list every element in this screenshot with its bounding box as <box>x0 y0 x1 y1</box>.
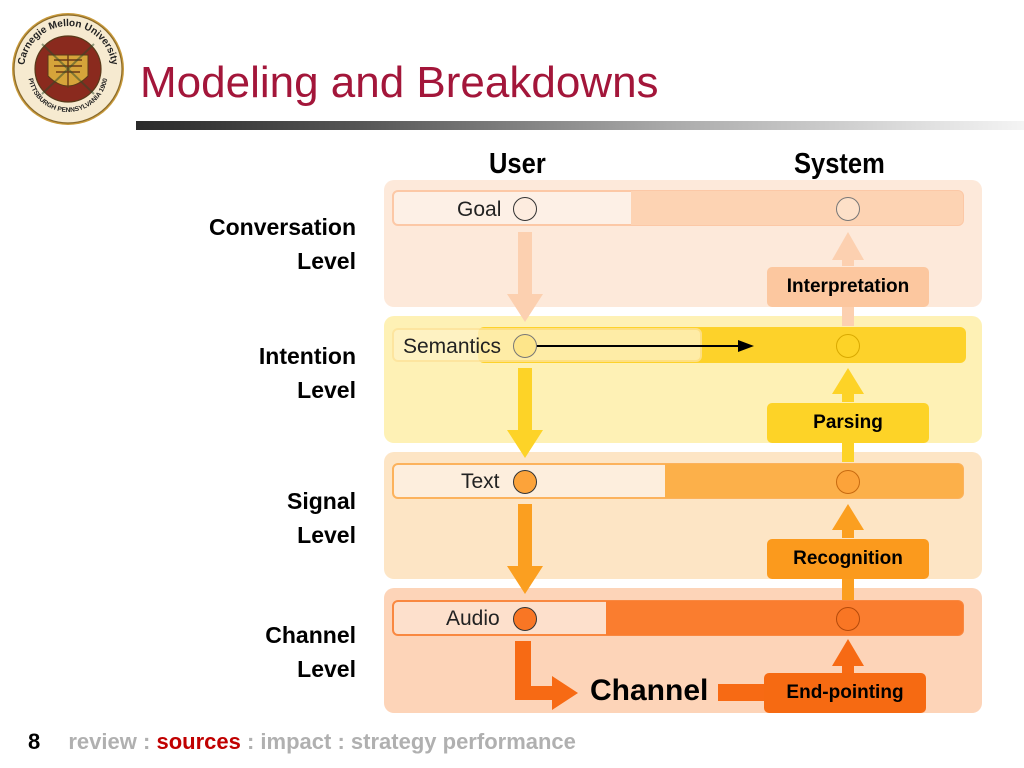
arrow-audio-to-channel <box>515 641 578 710</box>
level-label-line: Level <box>297 522 356 548</box>
stub-parsing-down <box>842 442 854 462</box>
nav-sources[interactable]: sources <box>156 729 241 754</box>
parsing-box: Parsing <box>767 403 929 443</box>
level-label-conversation: Conversation Level <box>156 210 356 278</box>
level-label-signal: Signal Level <box>156 484 356 552</box>
university-seal-logo: Carnegie Mellon University PITTSBURGH PE… <box>8 10 128 128</box>
user-column-header: User <box>489 148 546 180</box>
nav-strategy-performance[interactable]: strategy performance <box>350 729 576 754</box>
arrow-parsing-to-semantics <box>832 368 864 402</box>
endpointing-label: End-pointing <box>786 682 904 703</box>
channel-to-endpointing-arrow <box>718 684 766 701</box>
system-column-header: System <box>794 148 885 180</box>
footer-nav: 8 review : sources : impact : strategy p… <box>28 729 576 755</box>
grounding-arrow-head <box>738 340 754 352</box>
title-divider <box>136 121 1024 130</box>
goal-node-user <box>513 197 537 221</box>
arrow-interpretation-to-goal <box>832 232 864 266</box>
arrow-text-to-audio <box>507 504 543 594</box>
level-label-line: Intention <box>258 343 356 369</box>
arrow-semantics-to-text <box>507 368 543 458</box>
nav-separator: : <box>246 729 255 754</box>
recognition-box: Recognition <box>767 539 929 579</box>
endpointing-box: End-pointing <box>764 673 926 713</box>
seal-graphic: Carnegie Mellon University PITTSBURGH PE… <box>12 13 124 125</box>
nav-separator: : <box>337 729 345 754</box>
goal-bar-system <box>631 191 963 225</box>
semantics-node-system <box>836 334 860 358</box>
nav-impact[interactable]: impact <box>260 729 332 754</box>
arrow-goal-to-semantics <box>507 232 543 322</box>
user-item-text: Text <box>461 470 500 493</box>
user-item-goal: Goal <box>457 198 502 221</box>
stub-recognition-down <box>842 578 854 600</box>
audio-node-user <box>513 607 537 631</box>
interpretation-label: Interpretation <box>786 276 910 297</box>
goal-node-system <box>836 197 860 221</box>
audio-node-system <box>836 607 860 631</box>
nav-review[interactable]: review <box>68 729 137 754</box>
level-label-channel: Channel Level <box>156 618 356 686</box>
level-label-line: Level <box>297 248 356 274</box>
arrow-recognition-to-text <box>832 504 864 538</box>
user-item-audio: Audio <box>446 607 500 630</box>
user-item-semantics: Semantics <box>403 335 502 358</box>
nav-separator: : <box>143 729 151 754</box>
text-bar-system <box>665 464 963 498</box>
channel-label: Channel <box>590 674 709 707</box>
parsing-label: Parsing <box>813 412 883 433</box>
level-label-line: Conversation <box>209 214 356 240</box>
level-label-intention: Intention Level <box>156 339 356 407</box>
audio-bar-system <box>606 601 963 635</box>
slide-title: Modeling and Breakdowns <box>140 58 659 107</box>
text-node-system <box>836 470 860 494</box>
level-label-line: Level <box>297 377 356 403</box>
level-label-line: Signal <box>286 488 356 514</box>
level-label-line: Level <box>297 656 356 682</box>
page-number: 8 <box>28 729 41 754</box>
interpretation-box: Interpretation <box>767 267 929 307</box>
semantics-node-user <box>513 334 537 358</box>
stub-interpretation-down <box>842 306 854 326</box>
level-label-line: Channel <box>265 622 356 648</box>
arrow-endpointing-to-audio <box>832 639 864 674</box>
text-node-user <box>513 470 537 494</box>
recognition-label: Recognition <box>793 548 903 569</box>
